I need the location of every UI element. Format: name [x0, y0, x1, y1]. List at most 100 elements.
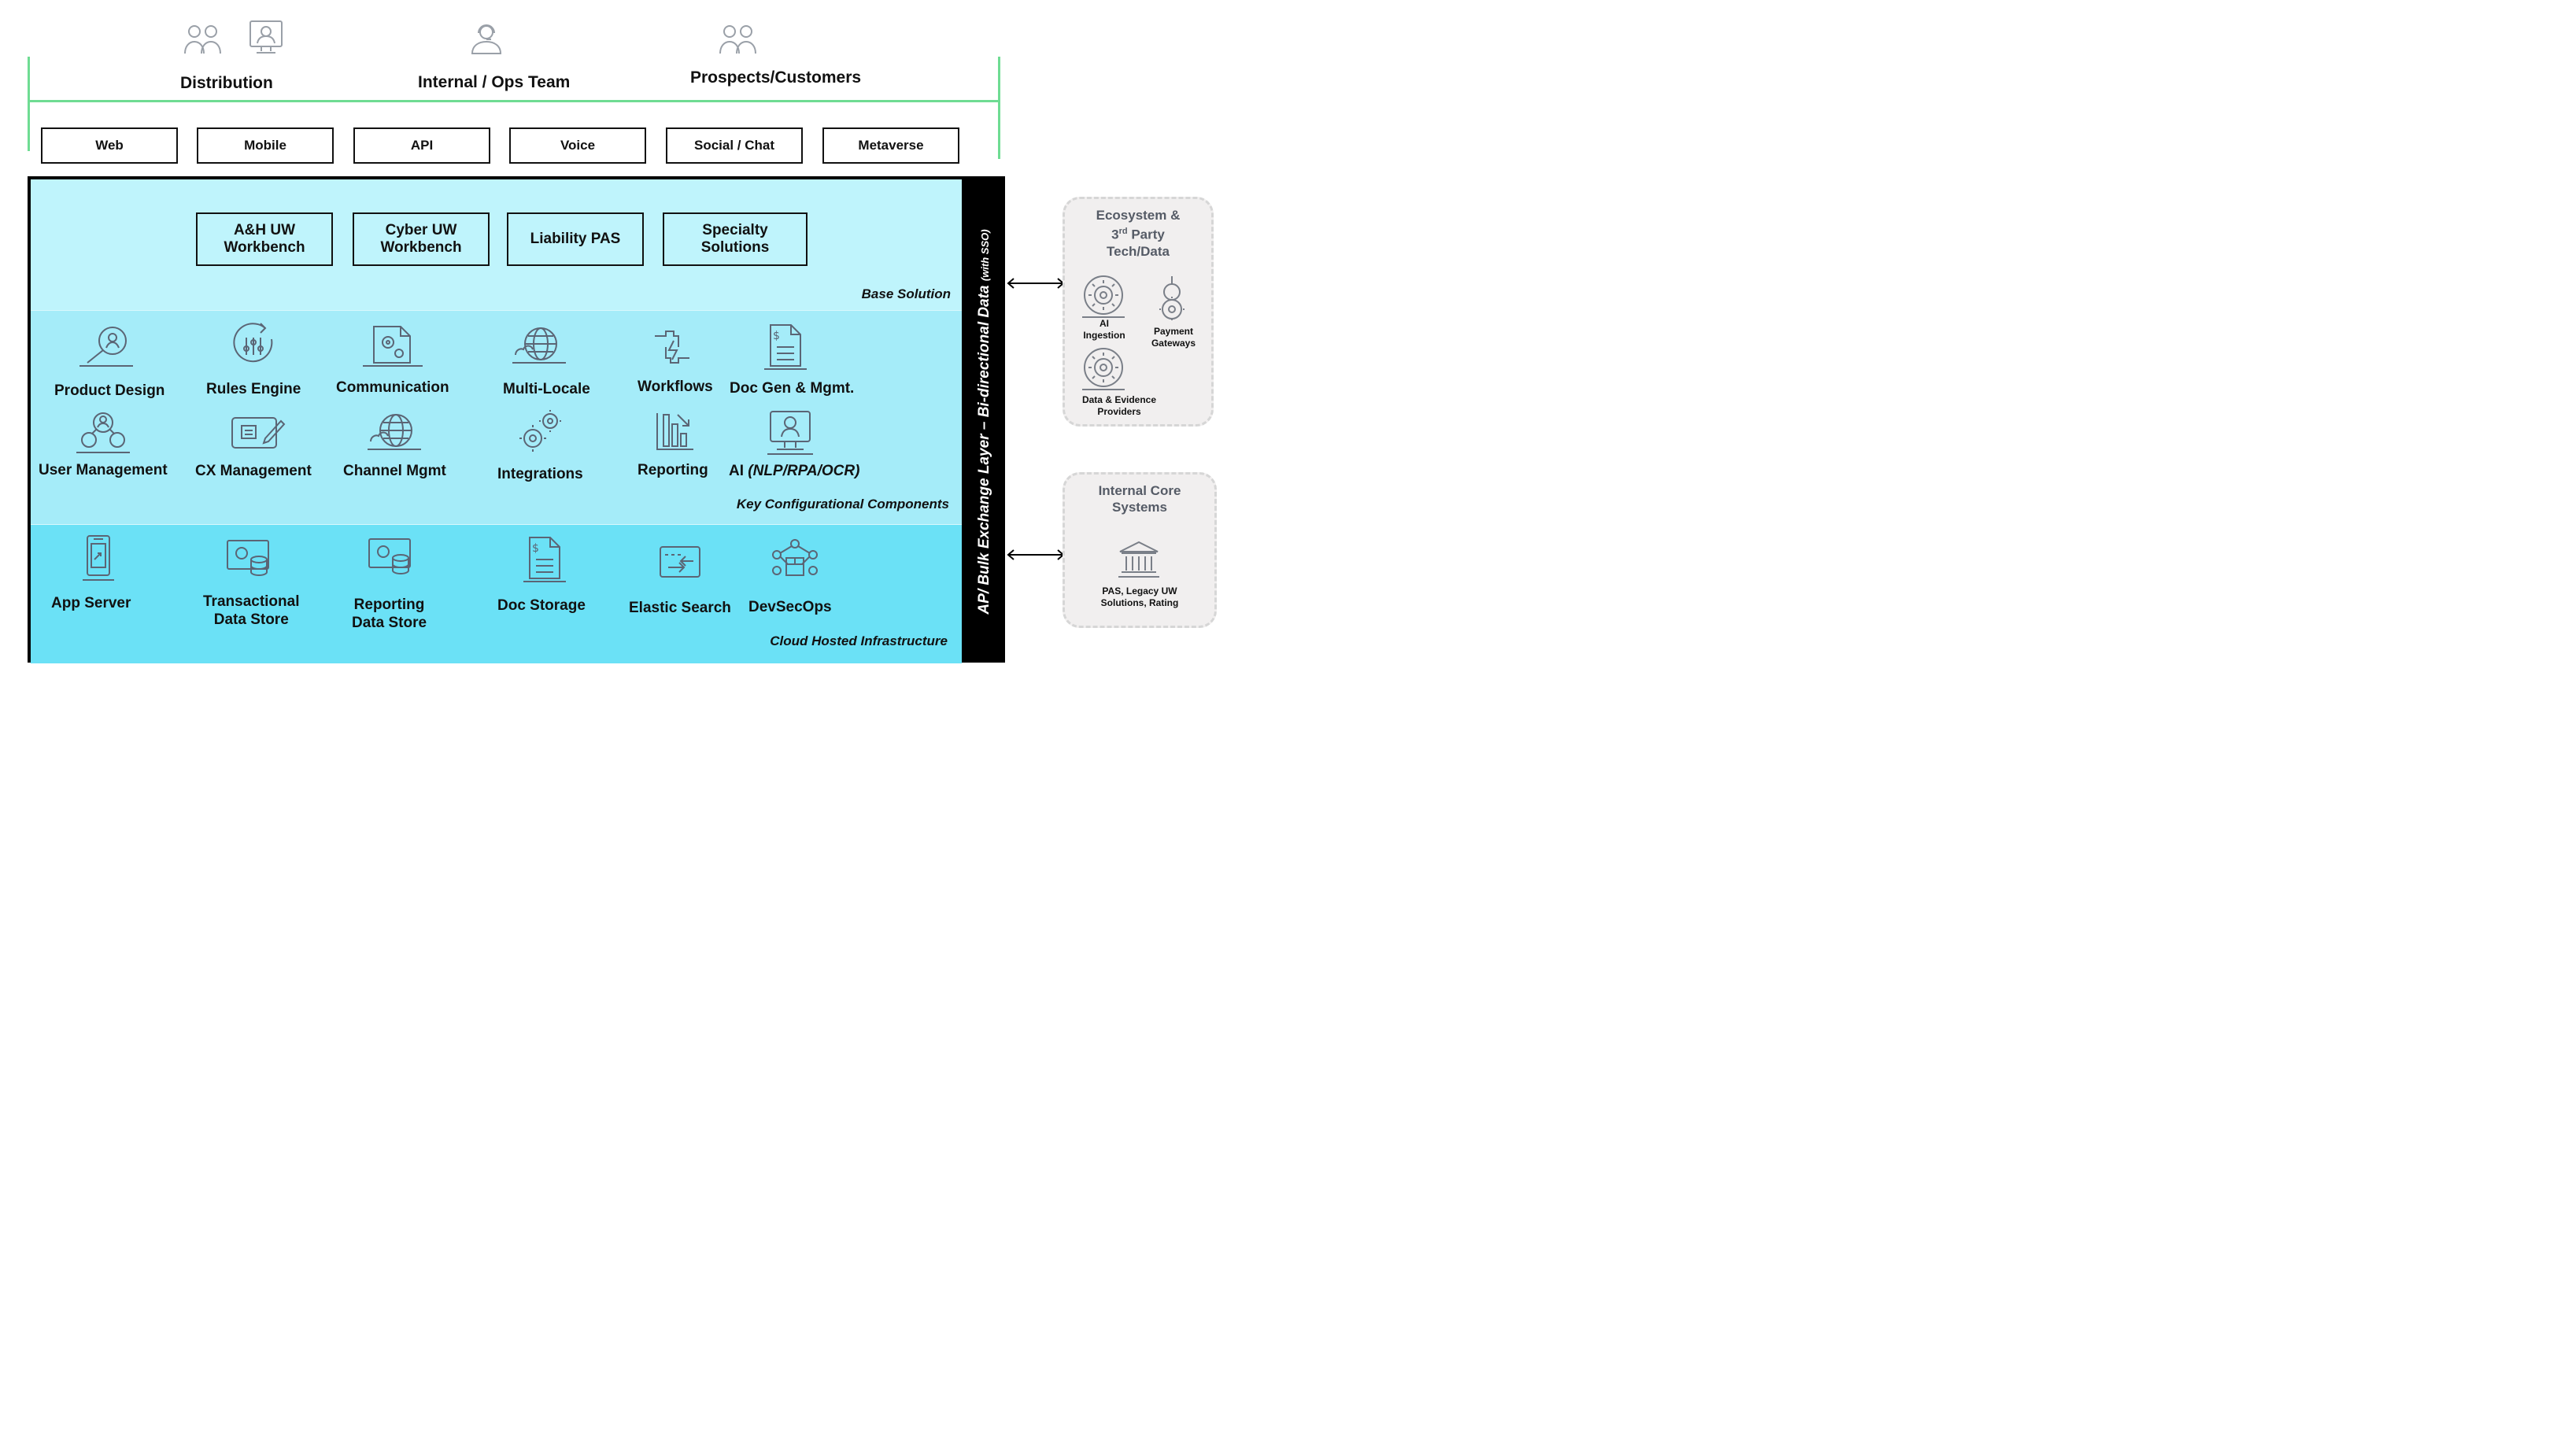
- ecosystem-item-line: Ingestion: [1083, 330, 1125, 341]
- component-label-product-design: Product Design: [54, 382, 165, 399]
- database-screen-icon: [366, 534, 416, 578]
- infra-line: Transactional: [203, 593, 300, 610]
- ecosystem-title-line: Ecosystem &: [1096, 208, 1181, 223]
- svg-text:$: $: [532, 542, 539, 555]
- green-bracket-horizontal: [28, 100, 1000, 102]
- api-exchange-label: AP/ Bulk Exchange Layer – Bi-directional…: [976, 229, 993, 614]
- channel-voice: Voice: [509, 127, 646, 164]
- infra-line: Data Store: [352, 615, 427, 631]
- channel-mobile: Mobile: [197, 127, 334, 164]
- infrastructure-label: Cloud Hosted Infrastructure: [770, 633, 948, 648]
- internal-core-title: Internal Core Systems: [1065, 482, 1214, 515]
- infra-label-elastic-search: Elastic Search: [629, 599, 731, 617]
- api-layer-text: AP/ Bulk Exchange Layer – Bi-directional…: [976, 285, 992, 615]
- component-label-rules-engine: Rules Engine: [206, 381, 301, 397]
- gears-icon: [517, 408, 564, 456]
- group-label-distribution: Distribution: [180, 74, 273, 92]
- infra-line: Reporting: [353, 596, 425, 613]
- pen-card-icon: [229, 413, 286, 452]
- group-label-prospects: Prospects/Customers: [690, 68, 862, 87]
- component-label-channel-mgmt: Channel Mgmt: [343, 463, 446, 479]
- bidirectional-arrow-icon: [1006, 548, 1066, 566]
- globe-cloud-icon: [511, 323, 567, 366]
- gear-circle-icon: [1079, 275, 1128, 323]
- channel-web: Web: [41, 127, 178, 164]
- internal-core-label-line: PAS, Legacy UW: [1102, 585, 1177, 596]
- channel-social-chat: Social / Chat: [666, 127, 803, 164]
- workflow-puzzle-icon: [650, 325, 694, 369]
- users-network-icon: [75, 410, 131, 454]
- internal-core-label-line: Solutions, Rating: [1100, 597, 1179, 608]
- svg-text:$: $: [773, 330, 780, 342]
- component-label-doc-gen: Doc Gen & Mgmt.: [730, 380, 855, 397]
- base-box-line: Workbench: [380, 239, 462, 256]
- ecosystem-item-line: Providers: [1097, 406, 1141, 417]
- dollar-document-icon: $: [522, 534, 567, 583]
- component-label-reporting: Reporting: [638, 462, 708, 478]
- headset-icon: [469, 22, 504, 59]
- people-icon: [183, 22, 224, 59]
- infra-label-devsecops: DevSecOps: [748, 598, 832, 616]
- group-label-internal-ops: Internal / Ops Team: [418, 73, 571, 91]
- ecosystem-item-line: AI: [1100, 318, 1109, 329]
- sliders-refresh-icon: [231, 322, 276, 367]
- network-box-icon: [769, 537, 821, 582]
- infra-line: Elastic Search: [629, 600, 731, 616]
- channel-api: API: [353, 127, 490, 164]
- infra-line: Data Store: [213, 611, 289, 628]
- base-box-liability-pas: Liability PAS: [507, 212, 644, 266]
- infra-label-doc-storage: Doc Storage: [497, 596, 586, 615]
- gear-document-icon: [361, 323, 424, 369]
- monitor-user-icon: [247, 19, 285, 61]
- base-box-line: Specialty: [702, 222, 768, 238]
- base-box-line: Solutions: [700, 239, 770, 256]
- mobile-app-icon: [81, 533, 116, 582]
- gear-circle-icon: [1079, 347, 1128, 395]
- internal-core-title-line: Systems: [1112, 500, 1167, 515]
- ecosystem-title-line: Tech/Data: [1107, 243, 1170, 259]
- search-arrows-icon: [657, 544, 704, 582]
- component-label-user-management: User Management: [39, 462, 168, 478]
- ai-label-italic: (NLP/RPA/OCR): [748, 463, 860, 479]
- payment-gateway-icon: [1153, 275, 1191, 329]
- ecosystem-item-line: Data & Evidence: [1081, 394, 1157, 405]
- component-label-ai: AI (NLP/RPA/OCR): [729, 462, 859, 480]
- ai-label-plain: AI: [729, 463, 748, 479]
- component-label-cx-management: CX Management: [195, 463, 312, 479]
- globe-cloud-icon: [366, 410, 423, 452]
- database-screen-icon: [224, 536, 275, 580]
- component-label-integrations: Integrations: [497, 466, 583, 482]
- infra-line: App Server: [51, 595, 131, 611]
- ecosystem-item-line: Payment: [1153, 326, 1194, 337]
- infra-line: DevSecOps: [748, 599, 832, 615]
- base-box-line: Liability PAS: [530, 231, 621, 247]
- magnifier-person-icon: [78, 322, 135, 367]
- green-bracket-right: [998, 57, 1000, 159]
- ecosystem-title-sup: rd: [1118, 227, 1128, 236]
- component-label-multi-locale: Multi-Locale: [503, 381, 590, 397]
- key-components-label: Key Configurational Components: [736, 497, 949, 512]
- dollar-document-icon: $: [763, 322, 808, 371]
- institution-building-icon: [1117, 541, 1161, 582]
- ecosystem-title-line: 3: [1111, 227, 1119, 242]
- infra-label-app-server: App Server: [51, 594, 131, 612]
- people-icon: [718, 22, 759, 59]
- ecosystem-title: Ecosystem & 3rd Party Tech/Data: [1065, 207, 1211, 260]
- api-exchange-bar: [964, 176, 1005, 663]
- ecosystem-title-line: Party: [1127, 227, 1165, 242]
- base-solution-label: Base Solution: [861, 286, 951, 301]
